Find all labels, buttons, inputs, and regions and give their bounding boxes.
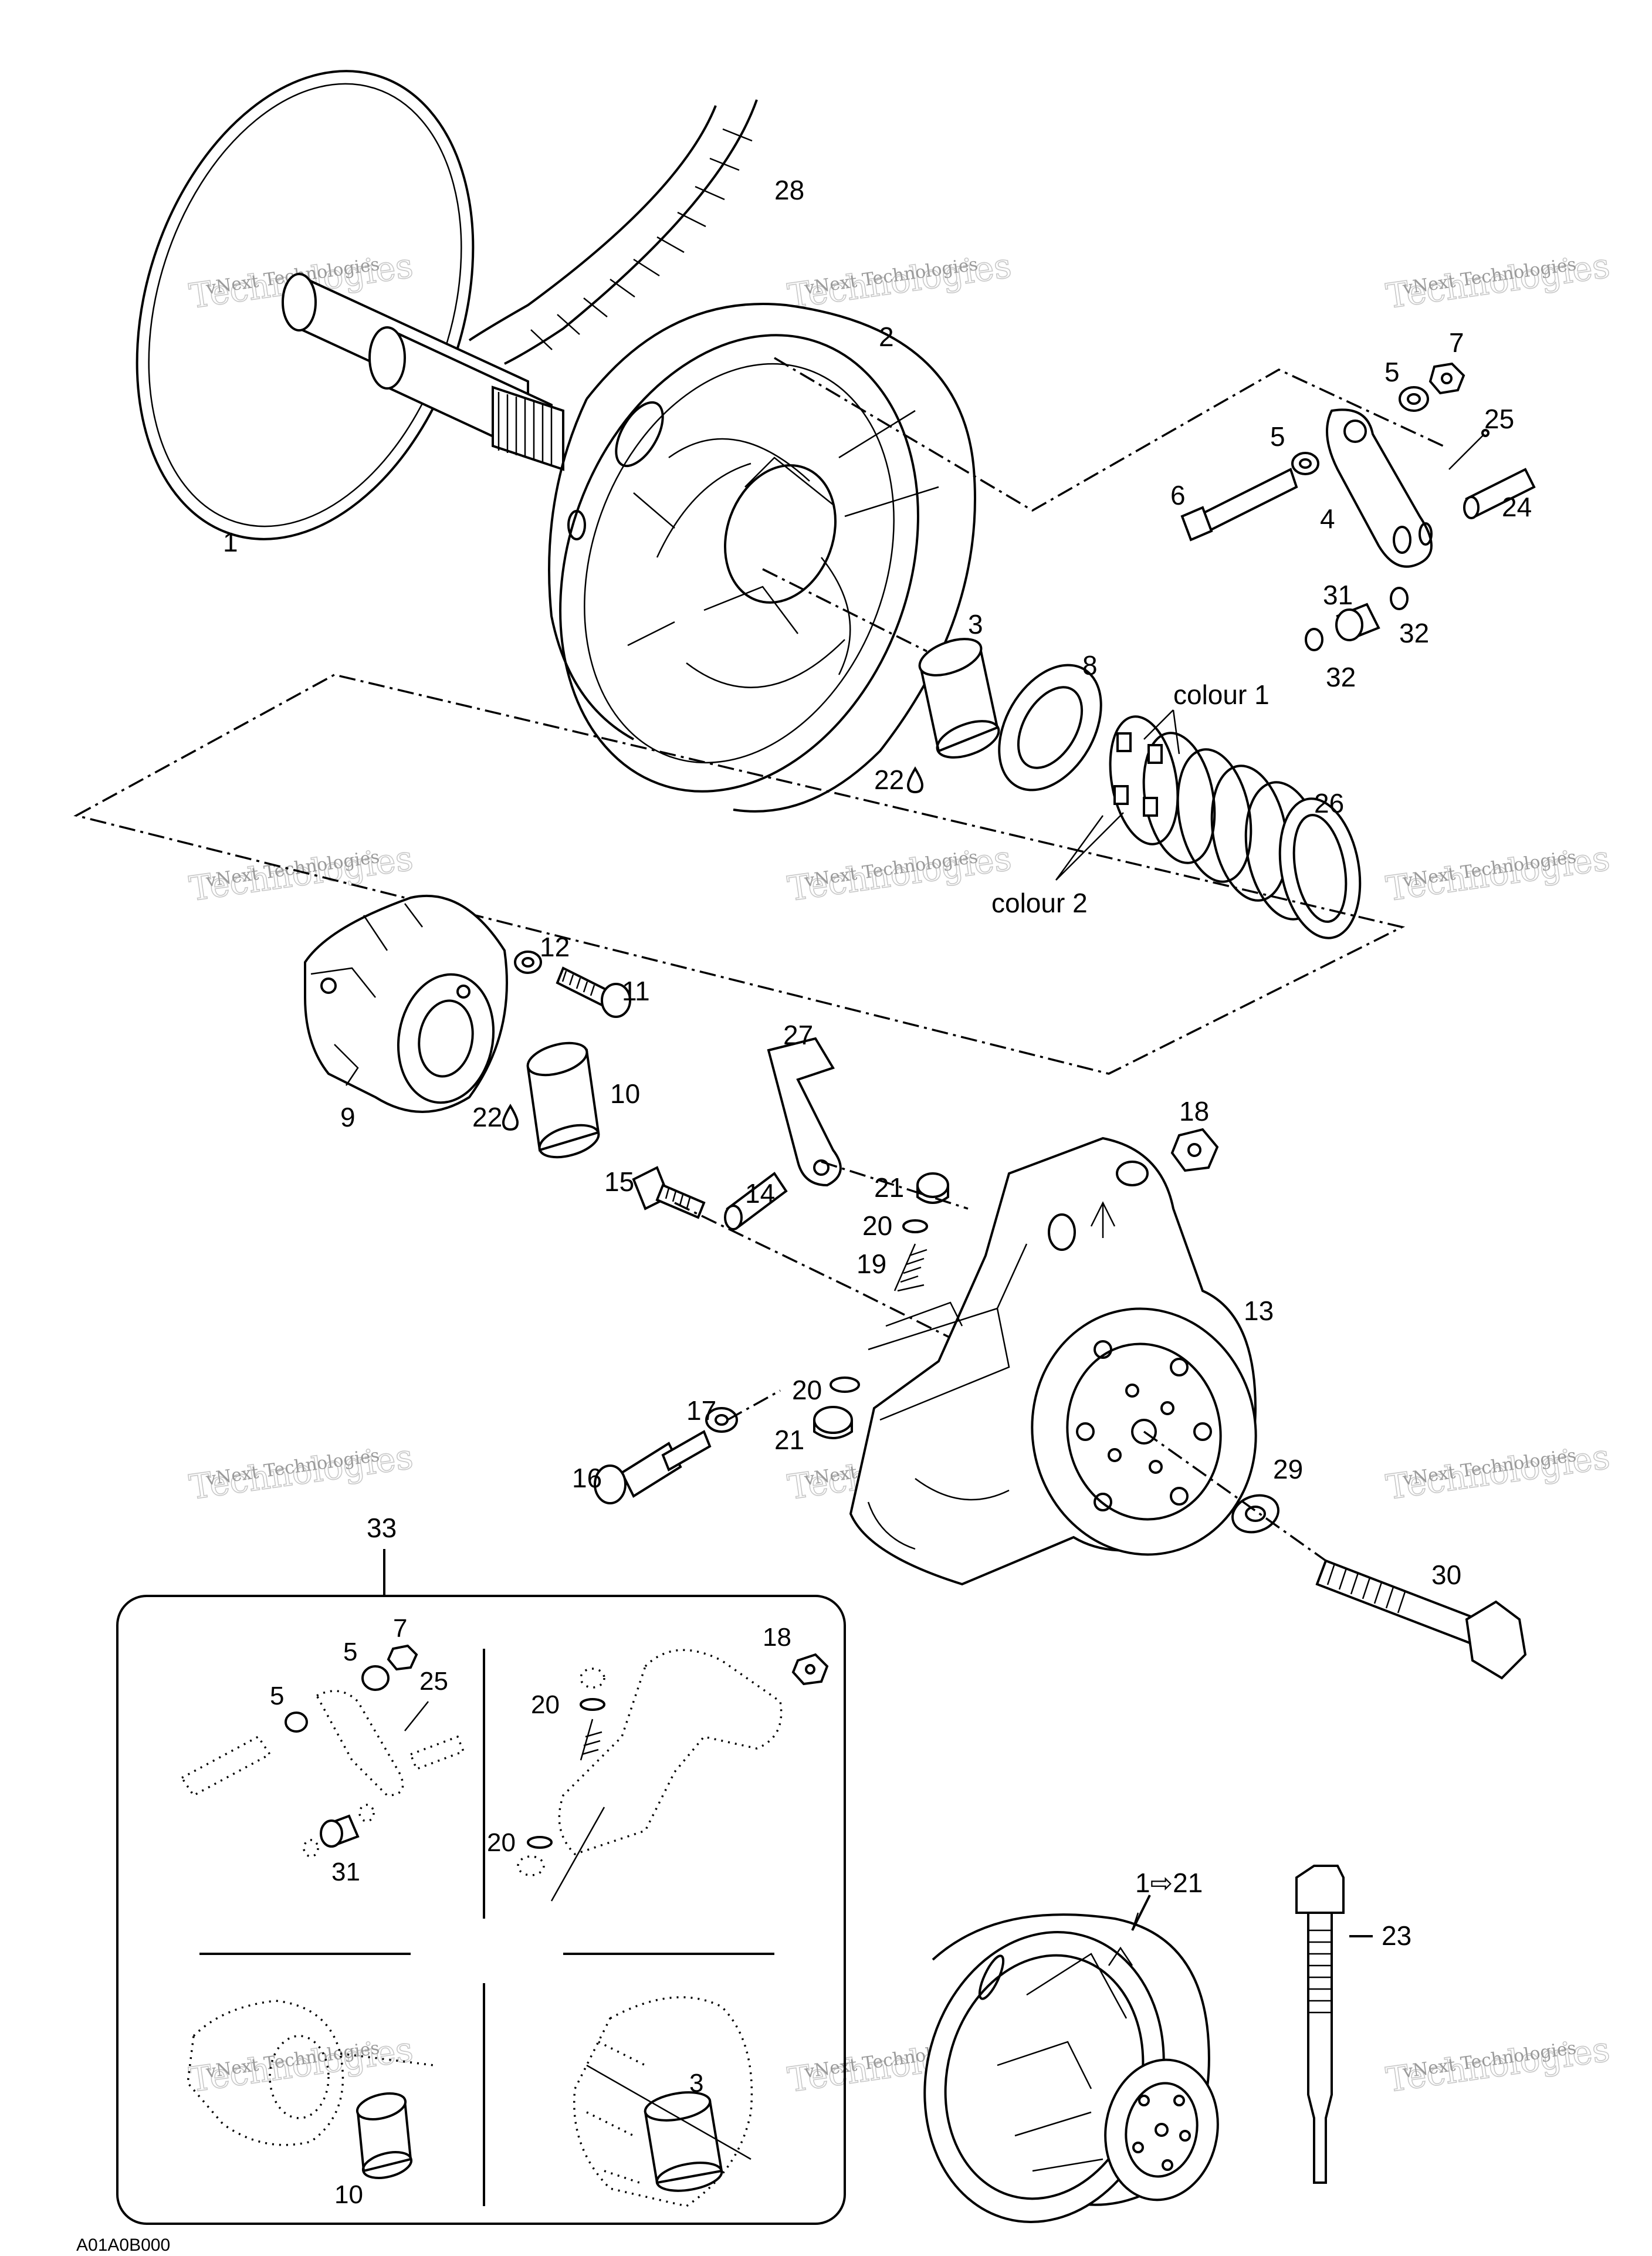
label-10: 10	[610, 1078, 640, 1109]
spider	[304, 894, 508, 1113]
label-33: 33	[367, 1513, 397, 1543]
label-32b: 32	[1326, 662, 1356, 692]
bushing-spider	[526, 1041, 600, 1159]
nut-18	[1170, 1128, 1219, 1172]
label-29: 29	[1273, 1454, 1303, 1484]
label-31: 31	[1323, 580, 1353, 610]
label-17: 17	[686, 1395, 716, 1426]
label-16: 16	[572, 1463, 602, 1493]
bushing	[918, 638, 1000, 759]
part-labels: 1 2 3 4 5 5 6 7 8 9 10 11 12 13 14 15 16…	[223, 175, 1532, 1951]
label-20: 20	[862, 1210, 892, 1241]
inset-label-10: 10	[334, 2180, 363, 2209]
label-8: 8	[1082, 650, 1098, 681]
label-5: 5	[1270, 421, 1285, 452]
label-30: 30	[1431, 1560, 1461, 1590]
label-28: 28	[774, 175, 804, 205]
inset-label-20: 20	[531, 1690, 560, 1719]
assembly-leader	[1131, 1895, 1151, 1931]
label-14: 14	[745, 1178, 775, 1209]
colour2-leader	[1055, 812, 1124, 881]
inset-sheave-bushing	[573, 1996, 753, 2207]
inset-label-5: 5	[343, 1638, 357, 1666]
drive-pulley-assembly	[923, 1912, 1219, 2223]
drawing-code: A01A0B000	[76, 2235, 170, 2253]
label-7: 7	[1449, 327, 1464, 358]
inset-cam-arm	[180, 1644, 465, 1858]
label-21: 21	[874, 1172, 904, 1203]
label-13: 13	[1244, 1296, 1274, 1326]
roller-stack	[813, 1172, 949, 1439]
inset-labels: 7 5 5 25 31 18 20 20 10 3	[270, 1614, 791, 2209]
assembly-boundary	[73, 674, 1406, 1075]
oil-drop-icon	[502, 1104, 519, 1131]
label-25: 25	[1484, 404, 1514, 434]
label-colour-1: colour 1	[1173, 679, 1270, 710]
governor-cup	[849, 1137, 1257, 1586]
inset-box	[116, 1549, 846, 2225]
label-24: 24	[1502, 492, 1532, 522]
drive-belt	[468, 99, 758, 365]
washer	[998, 664, 1102, 792]
label-assembly: 1⇨21	[1135, 1868, 1203, 1898]
label-22: 22	[874, 765, 904, 795]
inset-label-25: 25	[419, 1667, 448, 1696]
shoulder-bolt	[594, 1407, 738, 1504]
assembly-line-cam	[774, 357, 1444, 512]
fixed-sheave	[136, 70, 564, 540]
movable-sheave	[548, 303, 976, 813]
assembly-line-hub	[1143, 1430, 1327, 1562]
label-27: 27	[783, 1020, 813, 1050]
assembly-line-shaft	[762, 568, 927, 652]
inset-label-7: 7	[393, 1614, 407, 1643]
inset-label-18: 18	[763, 1623, 791, 1652]
label-26: 26	[1314, 788, 1344, 818]
label-12: 12	[540, 932, 570, 962]
oil-drop-icons	[502, 766, 924, 1131]
inset-spider-bushing	[187, 2000, 435, 2179]
label-18: 18	[1179, 1096, 1209, 1127]
label-19: 19	[857, 1249, 886, 1279]
inset-label-31: 31	[331, 1858, 360, 1886]
cam-arm-assembly	[1180, 362, 1536, 651]
label-23: 23	[1382, 1920, 1411, 1951]
label-9: 9	[340, 1102, 356, 1132]
label-4: 4	[1320, 503, 1335, 534]
label-21b: 21	[774, 1425, 804, 1455]
inset-label-20b: 20	[487, 1828, 516, 1857]
washer-screw	[514, 951, 631, 1018]
label-32: 32	[1399, 618, 1429, 648]
oil-drop-icon	[906, 766, 924, 794]
label-15: 15	[604, 1166, 634, 1197]
label-3: 3	[968, 609, 983, 640]
roller-arm	[632, 1037, 842, 1230]
label-20b: 20	[792, 1375, 822, 1405]
assembly-line-bolt	[727, 1389, 781, 1421]
spring	[1109, 715, 1362, 939]
inset-roller-stack	[517, 1649, 829, 1902]
label-2: 2	[879, 322, 894, 352]
label-5b: 5	[1384, 357, 1400, 387]
assembly-line-roller	[674, 1202, 963, 1345]
label-6: 6	[1170, 480, 1186, 510]
inset-label-3: 3	[689, 2069, 703, 2098]
long-bolt	[1295, 1865, 1345, 2184]
colour1-leader	[1143, 709, 1180, 755]
label-1: 1	[223, 527, 238, 557]
inset-label-5b: 5	[270, 1682, 284, 1710]
label-11: 11	[622, 976, 650, 1006]
hub-bolt	[1231, 1494, 1527, 1680]
label-colour-2: colour 2	[991, 888, 1088, 918]
label-22b: 22	[472, 1102, 502, 1132]
